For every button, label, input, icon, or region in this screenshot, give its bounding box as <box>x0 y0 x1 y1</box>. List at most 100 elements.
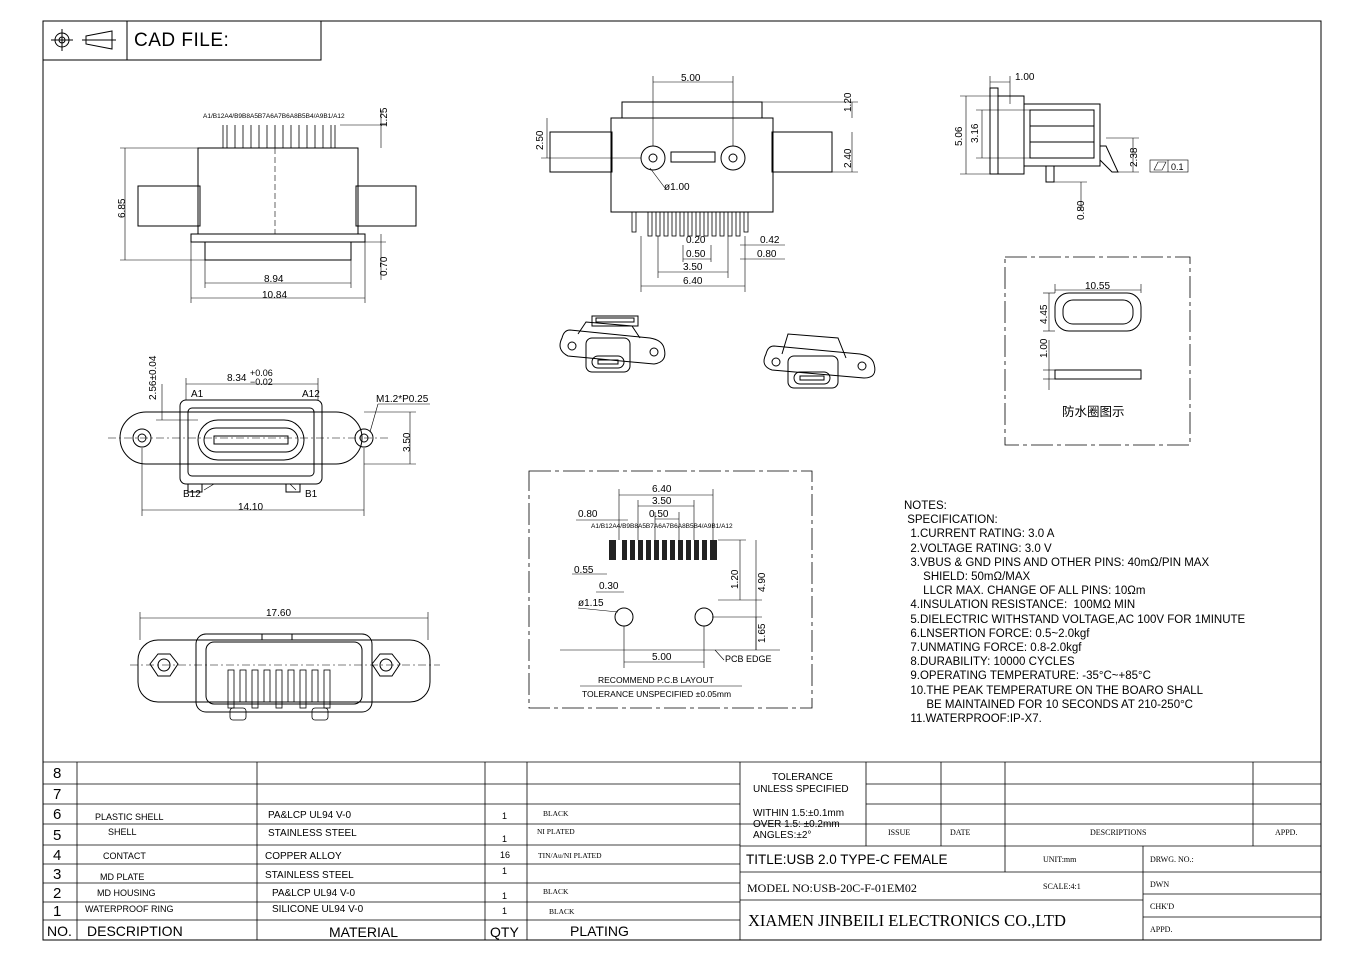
tb-scale: SCALE:4:1 <box>1043 882 1081 891</box>
tb-date: DATE <box>950 828 971 837</box>
pcb-dim-350: 3.50 <box>652 496 672 507</box>
bom-desc-3: MD PLATE <box>100 872 144 882</box>
side-dim-894: 8.94 <box>264 274 284 285</box>
front-dim-500: 5.00 <box>681 73 701 84</box>
bom-desc-1: WATERPROOF RING <box>85 904 174 914</box>
tb-appd2: APPD. <box>1150 925 1172 934</box>
top-view <box>108 378 430 516</box>
notes-line: 5.DIELECTRIC WITHSTAND VOLTAGE,AC 100V F… <box>904 613 1246 626</box>
bom-desc-5: SHELL <box>108 827 137 837</box>
top-label-a12: A12 <box>302 389 320 400</box>
front-dim-050: 0.50 <box>686 249 706 260</box>
bom-no-1: 1 <box>53 903 61 920</box>
notes-line: 11.WATERPROOF:IP-X7. <box>904 713 1042 726</box>
bottom-dim-1760: 17.60 <box>266 608 291 619</box>
tb-title: TITLE:USB 2.0 TYPE-C FEMALE <box>746 852 948 867</box>
bom-qty-1: 1 <box>502 906 507 916</box>
side-pin-label: A1/B12A4/B9B8A5B7A6A7B6A8B5B4/A9B1/A12 <box>203 113 345 120</box>
notes-line: 7.UNMATING FORCE: 0.8-2.0kgf <box>904 642 1082 655</box>
tb-descriptions: DESCRIPTIONS <box>1090 828 1146 837</box>
front-dim-350: 3.50 <box>683 262 703 273</box>
bom-header-material: MATERIAL <box>329 924 398 940</box>
pcb-dim-055: 0.55 <box>574 565 594 576</box>
front-dim-020: 0.20 <box>686 235 706 246</box>
right-dim-238: 2.38 <box>1129 147 1140 167</box>
front-dim-120: 1.20 <box>843 92 854 112</box>
front-dim-080: 0.80 <box>757 249 777 260</box>
right-view <box>960 76 1189 210</box>
bom-mat-4: COPPER ALLOY <box>265 851 342 862</box>
pcb-dim-500: 5.00 <box>652 652 672 663</box>
top-tol-plus: +0.06 <box>250 368 273 378</box>
front-dim-240: 2.40 <box>843 148 854 168</box>
pcb-edge-label: PCB EDGE <box>725 654 772 664</box>
ring-dim-445: 4.45 <box>1039 304 1050 324</box>
notes-line: 10.THE PEAK TEMPERATURE ON THE BOARO SHA… <box>904 684 1204 697</box>
projection-symbol-icon <box>51 29 116 51</box>
top-dim-256: 2.56±0.04 <box>148 355 159 400</box>
right-dim-506: 5.06 <box>954 126 965 146</box>
pcb-layout-title: RECOMMEND P.C.B LAYOUT <box>598 675 714 685</box>
tb-model: MODEL NO:USB-20C-F-01EM02 <box>747 881 917 895</box>
tb-drwg: DRWG. NO.: <box>1150 855 1194 864</box>
bom-no-6: 6 <box>53 806 61 823</box>
bom-header-qty: QTY <box>490 924 519 940</box>
top-dim-m12: M1.2*P0.25 <box>376 394 429 405</box>
bom-qty-2: 1 <box>502 891 507 901</box>
bom-plating-4: TIN/Au/NI PLATED <box>538 851 602 860</box>
bom-qty-6: 1 <box>502 811 507 821</box>
tb-angles: ANGLES:±2° <box>753 830 811 841</box>
bom-mat-5: STAINLESS STEEL <box>268 828 357 839</box>
pcb-dim-490: 4.90 <box>757 572 768 592</box>
bom-mat-2: PA&LCP UL94 V-0 <box>272 888 355 899</box>
pcb-dim-080: 0.80 <box>578 509 598 520</box>
iso-view-1 <box>559 315 666 373</box>
pcb-dim-050: 0.50 <box>649 509 669 520</box>
notes-line: 3.VBUS & GND PINS AND OTHER PINS: 40mΩ/P… <box>904 556 1210 569</box>
side-dim-685: 6.85 <box>117 198 128 218</box>
top-label-a1: A1 <box>191 389 204 400</box>
bom-desc-4: CONTACT <box>103 851 146 861</box>
ring-caption: 防水圈图示 <box>1062 404 1125 419</box>
tb-unit: UNIT:mm <box>1043 855 1077 864</box>
notes-line: SHIELD: 50mΩ/MAX <box>904 571 1031 584</box>
front-view <box>541 76 858 292</box>
front-dim-042: 0.42 <box>760 235 780 246</box>
bom-no-5: 5 <box>53 827 61 844</box>
bom-header-desc: DESCRIPTION <box>87 923 183 939</box>
bom-no-7: 7 <box>53 786 61 803</box>
top-dim-350: 3.50 <box>402 432 413 452</box>
front-dim-250: 2.50 <box>535 130 546 150</box>
right-dim-080: 0.80 <box>1076 200 1087 220</box>
pcb-dim-120: 1.20 <box>730 569 741 589</box>
top-label-b12: B12 <box>183 489 201 500</box>
right-dim-316: 3.16 <box>970 123 981 143</box>
cad-file-box <box>42 20 322 61</box>
notes-heading: NOTES: <box>904 500 947 512</box>
notes-line: 4.INSULATION RESISTANCE: 100MΩ MIN <box>904 599 1136 612</box>
pcb-tolerance: TOLERANCE UNSPECIFIED ±0.05mm <box>582 689 731 699</box>
bom-desc-6: PLASTIC SHELL <box>95 812 164 822</box>
right-flatness: 0.1 <box>1171 162 1184 172</box>
notes-block: NOTES: SPECIFICATION: 1.CURRENT RATING: … <box>904 499 1245 726</box>
tb-dwn: DWN <box>1150 880 1169 889</box>
bom-header-no: NO. <box>47 923 72 939</box>
pcb-pin-label: A1/B12A4/B9B8A5B7A6A7B6A8B5B4/A9B1/A12 <box>591 523 733 530</box>
notes-line: LLCR MAX. CHANGE OF ALL PINS: 10Ωm <box>904 585 1146 598</box>
top-dim-1410: 14.10 <box>238 502 263 513</box>
bom-table <box>43 761 1321 940</box>
pcb-dim-phi115: ø1.15 <box>578 598 604 609</box>
tb-tolerance: TOLERANCE <box>772 772 833 783</box>
top-dim-834: 8.34 <box>227 373 247 384</box>
side-view <box>120 110 417 303</box>
tb-over: OVER 1.5: ±0.2mm <box>753 819 840 830</box>
front-dim-640: 6.40 <box>683 276 703 287</box>
bom-desc-2: MD HOUSING <box>97 888 156 898</box>
cad-file-label: CAD FILE: <box>134 30 230 51</box>
top-tol-minus: −0.02 <box>250 377 273 387</box>
bottom-view <box>130 612 440 721</box>
bom-mat-1: SILICONE UL94 V-0 <box>272 904 364 915</box>
pcb-dim-030: 0.30 <box>599 581 619 592</box>
bom-plating-1: BLACK <box>549 907 575 916</box>
notes-line: SPECIFICATION: <box>904 514 998 527</box>
